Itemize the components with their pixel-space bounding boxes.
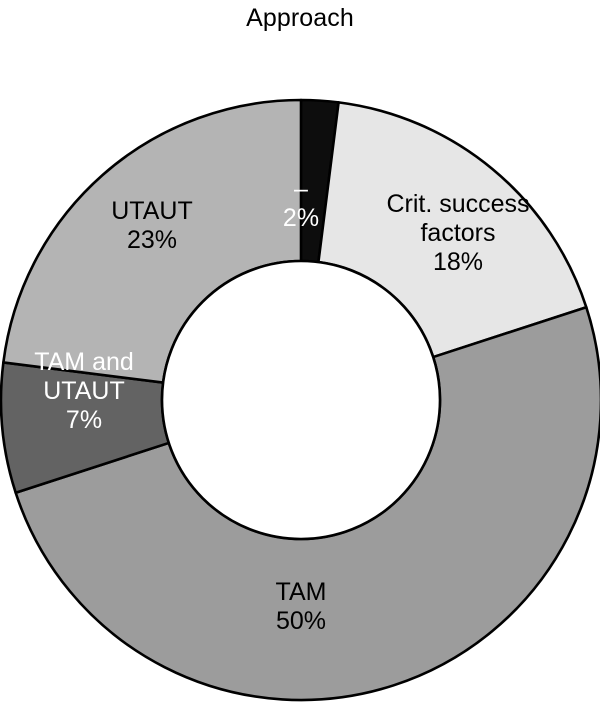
- donut-center-hole: [160, 259, 442, 541]
- donut-slices: [0, 98, 600, 702]
- chart-title: Approach: [246, 4, 354, 32]
